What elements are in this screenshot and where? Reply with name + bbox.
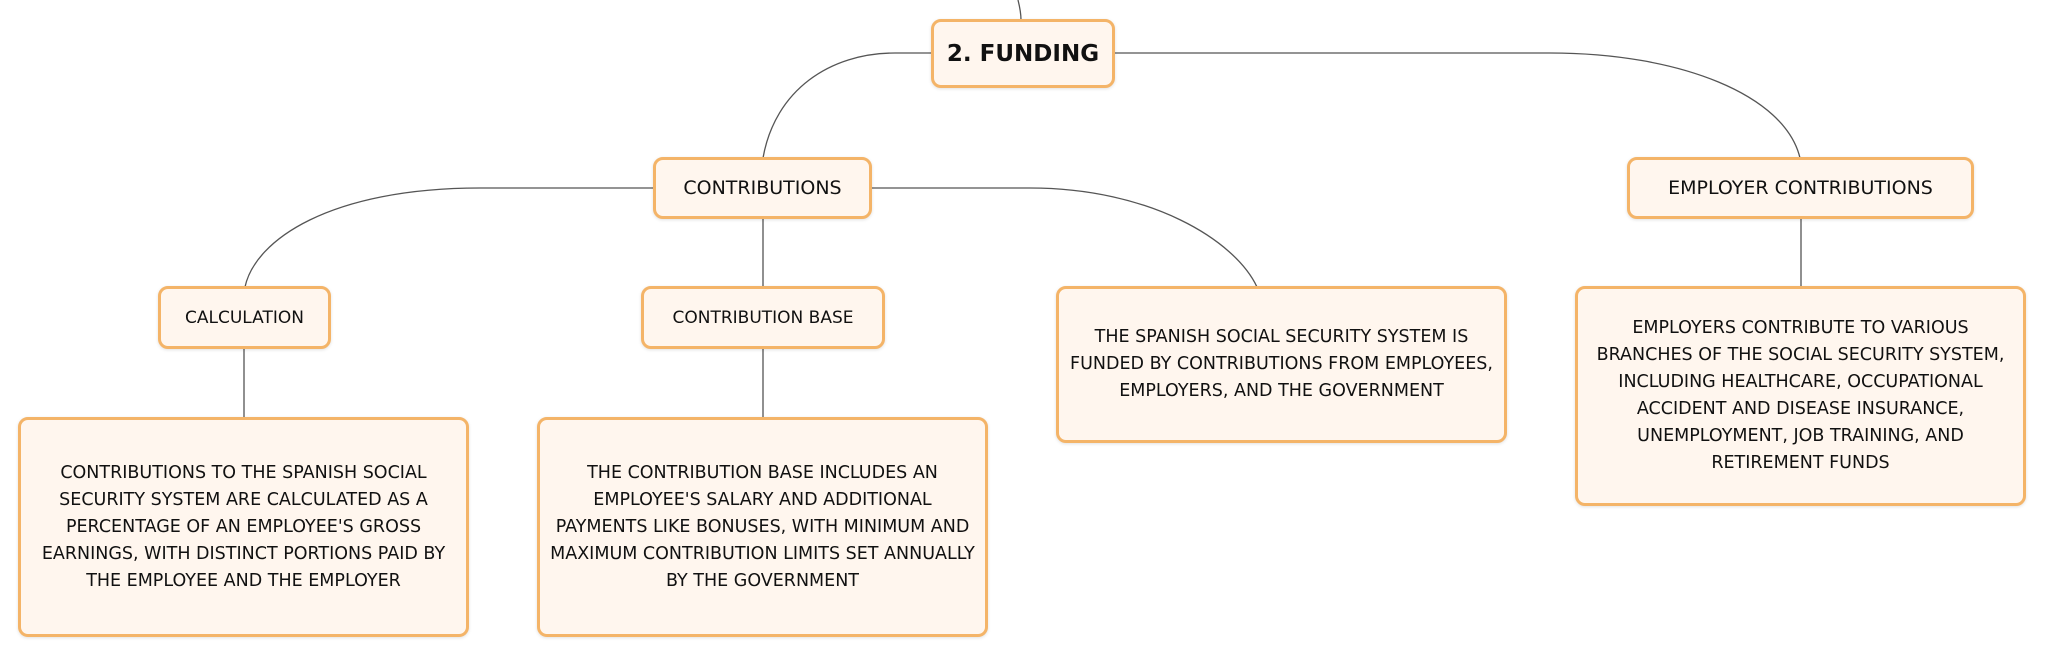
connector-root-to-contributions [762, 52, 932, 159]
node-funding-label: 2. FUNDING [946, 40, 1100, 67]
node-employer-contributions[interactable]: EMPLOYER CONTRIBUTIONS [1627, 157, 1974, 219]
node-funding[interactable]: 2. FUNDING [931, 19, 1115, 88]
node-calculation-description[interactable]: CONTRIBUTIONS TO THE SPANISH SOCIAL SECU… [18, 417, 469, 637]
node-employer-contributions-label: EMPLOYER CONTRIBUTIONS [1668, 177, 1933, 199]
node-contribution-base[interactable]: CONTRIBUTION BASE [641, 286, 885, 349]
node-contributions[interactable]: CONTRIBUTIONS [653, 157, 872, 219]
node-contributions-label: CONTRIBUTIONS [683, 177, 842, 199]
node-calculation-label: CALCULATION [185, 307, 304, 328]
connector-root-to-employer-contributions [1114, 52, 1801, 159]
node-contribution-base-description[interactable]: THE CONTRIBUTION BASE INCLUDES AN EMPLOY… [537, 417, 988, 637]
node-employer-contributions-description-text: EMPLOYERS CONTRIBUTE TO VARIOUS BRANCHES… [1596, 318, 2005, 473]
connector-incoming-root [1017, 0, 1022, 21]
node-contribution-base-description-text: THE CONTRIBUTION BASE INCLUDES AN EMPLOY… [550, 462, 975, 591]
node-calculation[interactable]: CALCULATION [158, 286, 331, 349]
node-funding-note[interactable]: THE SPANISH SOCIAL SECURITY SYSTEM IS FU… [1056, 286, 1507, 443]
node-contribution-base-label: CONTRIBUTION BASE [672, 307, 854, 328]
node-calculation-description-text: CONTRIBUTIONS TO THE SPANISH SOCIAL SECU… [41, 462, 446, 591]
node-funding-note-text: THE SPANISH SOCIAL SECURITY SYSTEM IS FU… [1070, 327, 1493, 401]
node-employer-contributions-description[interactable]: EMPLOYERS CONTRIBUTE TO VARIOUS BRANCHES… [1575, 286, 2026, 506]
connector-contributions-to-calculation [244, 187, 654, 288]
connector-contributions-to-funding-note [871, 187, 1258, 288]
